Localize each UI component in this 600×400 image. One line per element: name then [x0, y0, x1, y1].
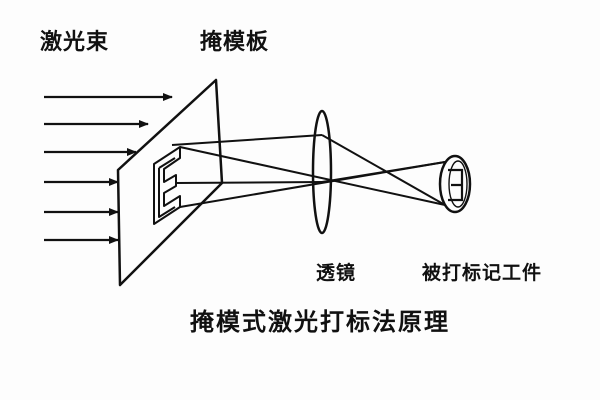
diagram-caption: 掩模式激光打标法原理 — [190, 308, 450, 336]
light-ray — [321, 134, 446, 206]
laser-beam-arrows — [44, 93, 173, 244]
light-ray — [321, 161, 446, 183]
marked-image — [448, 168, 464, 202]
lens — [311, 109, 333, 235]
lens-label: 透镜 — [316, 262, 357, 284]
laser-beam-label: 激光束 — [40, 30, 110, 55]
workpiece — [438, 154, 472, 214]
light-ray — [171, 134, 323, 146]
mask-plate — [116, 78, 224, 287]
light-ray — [175, 181, 323, 184]
mask-pattern-e — [153, 146, 181, 225]
mask-plate-label: 掩模板 — [200, 30, 270, 55]
workpiece-label: 被打标记工件 — [422, 262, 543, 284]
light-rays — [171, 134, 446, 208]
